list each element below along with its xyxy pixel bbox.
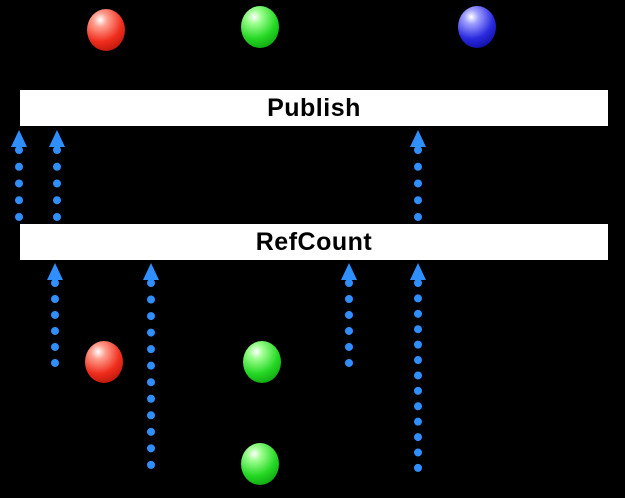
arrowhead-up-icon xyxy=(341,263,357,280)
red-marble xyxy=(85,7,127,53)
green-marble xyxy=(241,339,283,385)
arrowhead-up-icon xyxy=(49,130,65,147)
dashed-up-arrow xyxy=(49,130,65,221)
refcount-operator-box: RefCount xyxy=(18,222,610,262)
green-marble xyxy=(239,441,281,487)
dashed-arrow-tail xyxy=(414,146,422,221)
dashed-arrow-tail xyxy=(345,279,353,367)
dashed-arrow-tail xyxy=(147,279,155,469)
arrowhead-up-icon xyxy=(410,263,426,280)
dashed-arrow-tail xyxy=(51,279,59,367)
dashed-up-arrow xyxy=(47,263,63,367)
dashed-up-arrow xyxy=(143,263,159,469)
arrowhead-up-icon xyxy=(11,130,27,147)
arrowhead-up-icon xyxy=(143,263,159,280)
arrowhead-up-icon xyxy=(410,130,426,147)
refcount-operator-label: RefCount xyxy=(255,227,373,256)
blue-marble xyxy=(456,4,498,50)
publish-operator-label: Publish xyxy=(267,93,361,122)
dashed-arrow-tail xyxy=(15,146,23,221)
dashed-up-arrow xyxy=(341,263,357,367)
publish-operator-box: Publish xyxy=(18,88,610,128)
red-marble xyxy=(83,339,125,385)
green-marble xyxy=(239,4,281,50)
dashed-up-arrow xyxy=(410,130,426,221)
dashed-arrow-tail xyxy=(414,279,422,472)
dashed-up-arrow xyxy=(410,263,426,472)
dashed-up-arrow xyxy=(11,130,27,221)
dashed-arrow-tail xyxy=(53,146,61,221)
arrowhead-up-icon xyxy=(47,263,63,280)
